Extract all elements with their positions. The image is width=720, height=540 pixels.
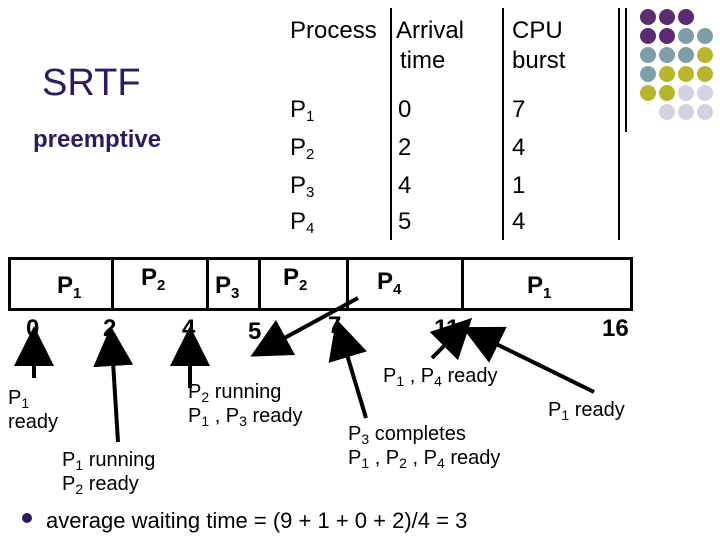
arrow-t7 xyxy=(328,318,368,419)
gantt-segment xyxy=(206,260,258,308)
note-t5: P2 running P1 , P3 ready xyxy=(188,381,303,429)
arrow-t5 xyxy=(250,296,359,357)
arrow-t2 xyxy=(93,326,134,443)
bullet-icon xyxy=(22,513,32,523)
decor-dot xyxy=(678,47,694,63)
table-row-burst: 4 xyxy=(512,134,526,161)
header-arrival: Arrival xyxy=(396,16,464,46)
gantt-segment xyxy=(111,260,206,308)
decor-dot xyxy=(640,85,656,101)
header-burst-line1: CPU xyxy=(512,17,563,44)
decor-dot xyxy=(697,28,713,44)
table-row-arrival: 2 xyxy=(398,134,412,161)
decor-divider xyxy=(625,8,627,132)
gantt-segment xyxy=(346,260,461,308)
decor-dot xyxy=(659,66,675,82)
note-t16: P1 ready xyxy=(548,399,625,423)
decor-dot xyxy=(659,47,675,63)
header-burst-line2: burst xyxy=(512,47,566,74)
gantt-segment-label: P1 xyxy=(527,272,552,302)
gantt-segment xyxy=(258,260,346,308)
decor-dot xyxy=(697,47,713,63)
table-row-arrival: 5 xyxy=(398,208,412,235)
header-process: Process xyxy=(290,17,377,44)
gantt-chart: P1 P2 P3 P2 P4 P1 xyxy=(8,257,633,311)
table-row-process: P3 xyxy=(290,172,315,201)
decor-dot xyxy=(678,104,694,120)
arrow-t11 xyxy=(429,317,473,361)
decor-dot xyxy=(697,85,713,101)
table-divider xyxy=(618,8,620,240)
decorative-dot-grid xyxy=(638,9,716,121)
gantt-tick: 16 xyxy=(602,315,629,342)
table-row-burst: 7 xyxy=(512,96,526,123)
table-divider xyxy=(502,8,504,240)
table-row-burst: 4 xyxy=(512,208,526,235)
process-table: Process Arrival time CPU burst P1 0 7 P2… xyxy=(280,8,620,240)
decor-dot xyxy=(640,66,656,82)
table-row-arrival: 0 xyxy=(398,96,412,123)
table-row-arrival: 4 xyxy=(398,172,412,199)
gantt-segment-label: P2 xyxy=(283,264,308,294)
decor-dot xyxy=(659,85,675,101)
note-t2: P1 running P2 ready xyxy=(62,449,156,497)
table-row-process: P2 xyxy=(290,134,315,163)
decor-dot xyxy=(659,104,675,120)
decor-dot xyxy=(678,28,694,44)
decor-dot xyxy=(697,104,713,120)
header-arrival-line1: Arrival xyxy=(396,17,465,44)
note-t11: P1 , P4 ready xyxy=(383,365,498,389)
arrow-t16 xyxy=(462,326,595,394)
gantt-segment-label: P1 xyxy=(57,272,82,302)
decor-dot xyxy=(659,9,675,25)
average-waiting-time: average waiting time = (9 + 1 + 0 + 2)/4… xyxy=(46,508,468,533)
table-row-burst: 1 xyxy=(512,172,526,199)
decor-dot xyxy=(659,28,675,44)
gantt-segment-label: P3 xyxy=(215,272,240,302)
gantt-segment-label: P4 xyxy=(377,268,402,298)
table-divider xyxy=(390,8,392,240)
table-row-process: P4 xyxy=(290,208,315,237)
gantt-segment xyxy=(461,260,633,308)
decor-dot xyxy=(697,66,713,82)
note-t0: P1 ready xyxy=(8,387,59,433)
decor-dot xyxy=(640,47,656,63)
note-t7: P3 completes P1 , P2 , P4 ready xyxy=(348,423,501,471)
decor-dot xyxy=(678,85,694,101)
decor-dot xyxy=(678,9,694,25)
decor-dot xyxy=(678,66,694,82)
decor-dot xyxy=(640,9,656,25)
slide-subtitle: preemptive xyxy=(33,126,162,153)
gantt-segment-label: P2 xyxy=(141,264,166,294)
slide-title: SRTF xyxy=(42,62,141,104)
table-row-process: P1 xyxy=(290,96,315,125)
header-arrival-line2: time xyxy=(400,47,446,74)
decor-dot xyxy=(640,28,656,44)
